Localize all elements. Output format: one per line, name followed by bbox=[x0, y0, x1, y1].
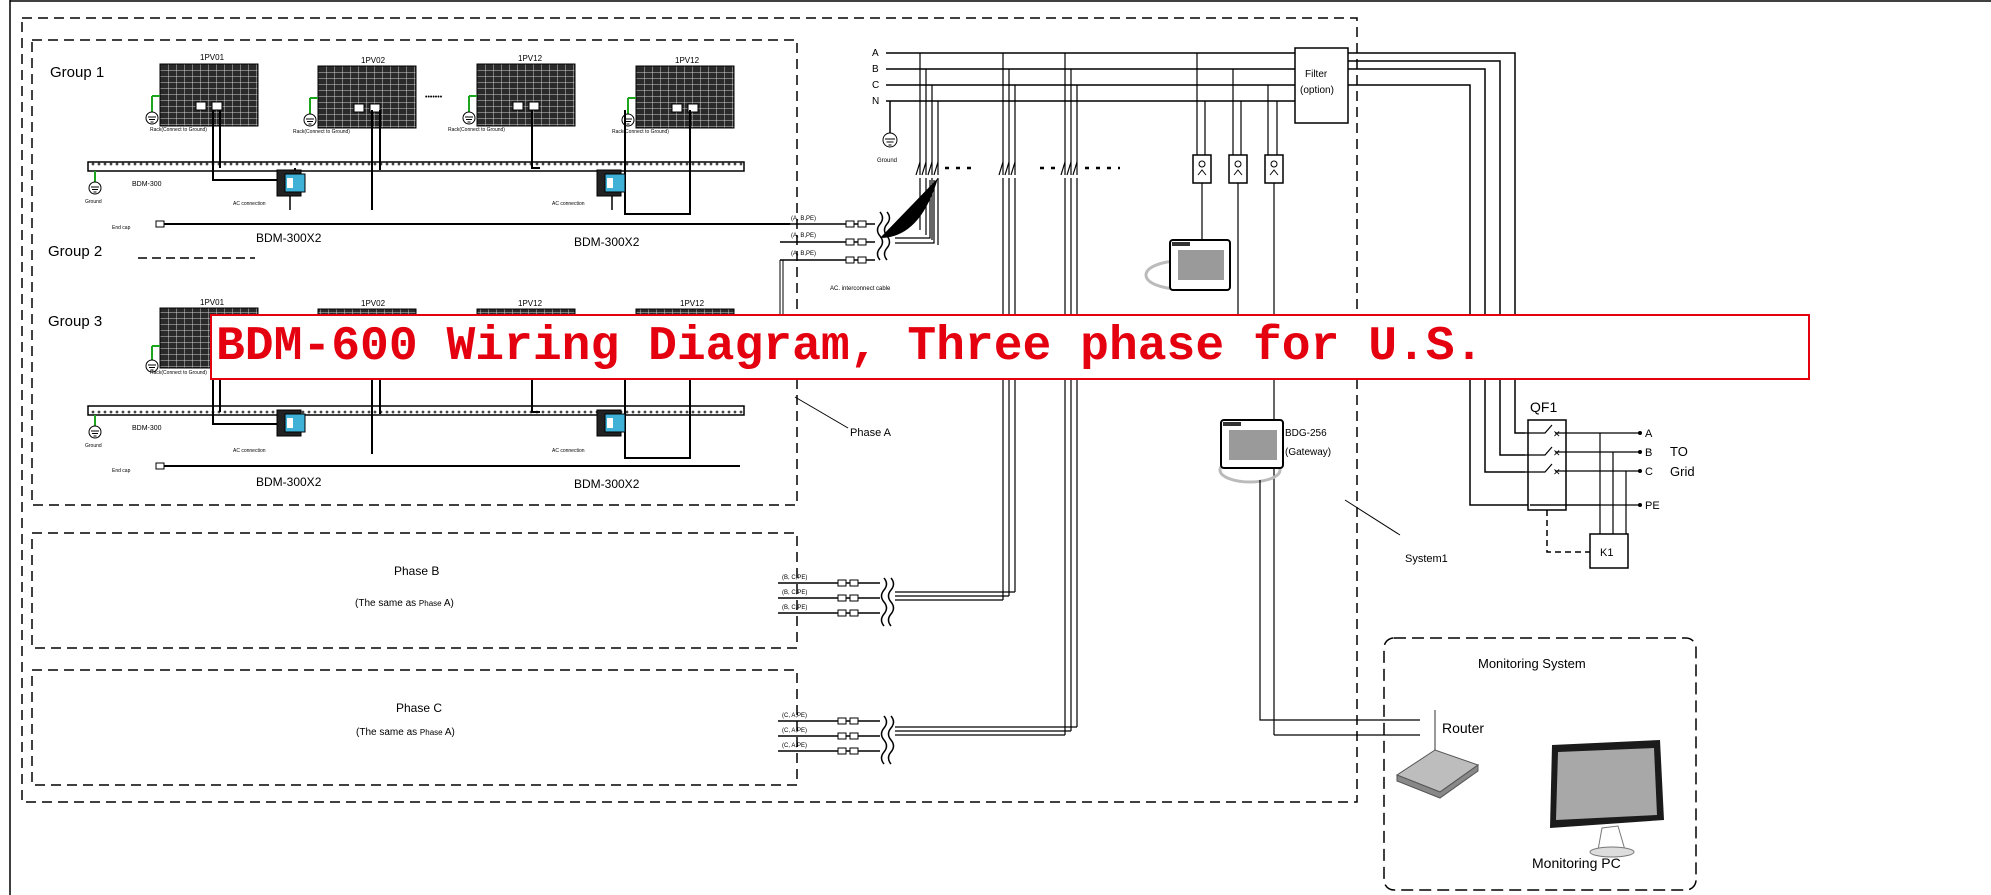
ac-connection-label: AC connection bbox=[552, 448, 585, 454]
phase-b-boundary bbox=[31, 532, 798, 649]
group1-rail bbox=[87, 161, 745, 172]
qf1-label: QF1 bbox=[1530, 399, 1557, 415]
bus-label-b: B bbox=[872, 64, 879, 75]
k1-label: K1 bbox=[1600, 547, 1613, 559]
pe-label: PE bbox=[1645, 500, 1660, 512]
phase-b-cables: (B, C,PE) (B, C,PE) (B, C,PE) bbox=[778, 575, 895, 627]
router-label: Router bbox=[1442, 720, 1484, 736]
system1-boundary bbox=[21, 17, 1358, 803]
grid-line-b: B bbox=[1645, 447, 1652, 459]
phase-c-label: Phase C bbox=[396, 701, 442, 715]
filter-option-label: (option) bbox=[1300, 85, 1334, 96]
pv-label: 1PV12 bbox=[680, 299, 705, 308]
filter-label: Filter bbox=[1305, 69, 1328, 80]
pv-label: 1PV01 bbox=[200, 53, 225, 62]
ac-cable-label: AC. interconnect cable bbox=[830, 286, 891, 292]
system1-label: System1 bbox=[1405, 553, 1448, 565]
inverter-pair-label: BDM-300X2 bbox=[256, 231, 322, 245]
diagram-title-banner: BDM-600 Wiring Diagram, Three phase for … bbox=[210, 314, 1810, 380]
to-grid-label-2: Grid bbox=[1670, 464, 1695, 479]
gateway-model-label: BDG-256 bbox=[1285, 428, 1327, 439]
qf1-x: ✕ bbox=[1553, 429, 1561, 439]
rack-label: Rack(Connect to Ground) bbox=[150, 127, 207, 133]
cable-label: (A, B,PE) bbox=[791, 251, 816, 257]
outer-frame bbox=[9, 0, 1991, 895]
pv-label: 1PV01 bbox=[200, 298, 225, 307]
cable-label: (A, B,PE) bbox=[791, 216, 816, 222]
inverter-pair-label: BDM-300X2 bbox=[256, 475, 322, 489]
qf1-x: ✕ bbox=[1553, 448, 1561, 458]
ac-connection-label: AC connection bbox=[233, 201, 266, 207]
ground-label: Ground bbox=[85, 443, 102, 449]
pv-label: 1PV02 bbox=[361, 299, 386, 308]
grid-line-a: A bbox=[1645, 428, 1653, 440]
inverter-pair-label: BDM-300X2 bbox=[574, 477, 640, 491]
ac-connection-label: AC connection bbox=[233, 448, 266, 454]
monitoring-system-label: Monitoring System bbox=[1478, 656, 1586, 671]
group1-pv-row: 1PV01 1PV02 ••••••• 1PV12 1PV12 Rack(Con… bbox=[145, 53, 735, 135]
end-cap-label: End cap bbox=[112, 225, 131, 231]
monitoring-pc-icon bbox=[1550, 740, 1664, 858]
to-grid-label: TO bbox=[1670, 444, 1688, 459]
phase-b-label: Phase B bbox=[394, 564, 439, 578]
qf1-x: ✕ bbox=[1553, 467, 1561, 477]
rack-label: Rack(Connect to Ground) bbox=[612, 129, 669, 135]
inverter-model-label: BDM-300 bbox=[132, 425, 162, 432]
bus-label-n: N bbox=[872, 96, 879, 107]
rack-label: Rack(Connect to Ground) bbox=[448, 127, 505, 133]
cable-label: (C, A,PE) bbox=[782, 728, 807, 734]
ac-connection-label: AC connection bbox=[552, 201, 585, 207]
rack-label: Rack(Connect to Ground) bbox=[293, 129, 350, 135]
group2-label: Group 2 bbox=[48, 243, 102, 260]
phase-c-boundary bbox=[31, 669, 798, 786]
bus-ground-label: Ground bbox=[877, 158, 897, 164]
pv-dots: ••••••• bbox=[425, 94, 443, 101]
inverter-model-label: BDM-300 bbox=[132, 181, 162, 188]
pv-label: 1PV12 bbox=[518, 299, 543, 308]
pv-label: 1PV12 bbox=[675, 56, 700, 65]
router-device-1 bbox=[1144, 239, 1231, 291]
pv-label: 1PV02 bbox=[361, 56, 386, 65]
cable-label: (B, C,PE) bbox=[782, 590, 807, 596]
group3-rail bbox=[87, 405, 745, 416]
group1-label: Group 1 bbox=[50, 64, 104, 81]
phase-b-note: (The same as Phase A) bbox=[355, 598, 454, 609]
grid-line-c: C bbox=[1645, 466, 1653, 478]
cable-label: (C, A,PE) bbox=[782, 713, 807, 719]
cable-label: (C, A,PE) bbox=[782, 743, 807, 749]
cable-label: (B, C,PE) bbox=[782, 605, 807, 611]
gateway-role-label: (Gateway) bbox=[1285, 447, 1331, 458]
phase-a-label: Phase A bbox=[850, 427, 892, 439]
pv-label: 1PV12 bbox=[518, 54, 543, 63]
k1-contactor bbox=[1589, 533, 1629, 569]
rack-label: Rack(Connect to Ground) bbox=[150, 370, 207, 376]
router-icon bbox=[1395, 710, 1480, 799]
group3-label: Group 3 bbox=[48, 313, 102, 330]
diagram-title: BDM-600 Wiring Diagram, Three phase for … bbox=[216, 320, 1484, 374]
monitoring-system-box bbox=[1383, 637, 1697, 891]
cable-label: (B, C,PE) bbox=[782, 575, 807, 581]
inverter-pair-label: BDM-300X2 bbox=[574, 235, 640, 249]
qf1-breaker bbox=[1527, 419, 1567, 511]
end-cap-label: End cap bbox=[112, 468, 131, 474]
ac-bus: A B C N Ground bbox=[872, 48, 1420, 736]
monitoring-pc-label: Monitoring PC bbox=[1532, 855, 1621, 871]
gateway-device bbox=[1218, 419, 1284, 484]
phase-a-boundary bbox=[31, 39, 798, 506]
bus-label-c: C bbox=[872, 80, 879, 91]
phase-c-note: (The same as Phase A) bbox=[356, 727, 455, 738]
cable-label: (A, B,PE) bbox=[791, 233, 816, 239]
ground-label: Ground bbox=[85, 199, 102, 205]
phase-c-cables: (C, A,PE) (C, A,PE) (C, A,PE) bbox=[778, 713, 895, 765]
bus-label-a: A bbox=[872, 48, 879, 59]
